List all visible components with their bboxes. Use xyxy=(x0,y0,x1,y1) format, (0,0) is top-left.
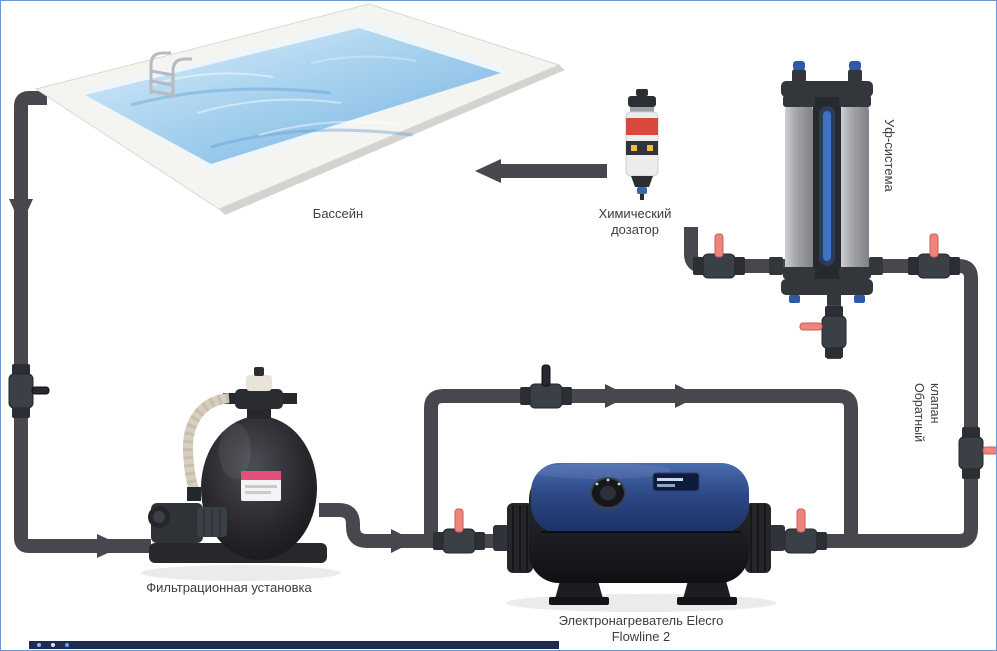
valve-before-heater xyxy=(433,508,485,554)
filter-unit-label: Фильтрационная установка xyxy=(146,580,312,595)
check-valve xyxy=(958,427,996,479)
flow-arrow-left-icon xyxy=(475,159,501,183)
check-valve-label: Обратный клапан xyxy=(912,383,942,443)
pool-to-filter-pipe xyxy=(14,91,151,553)
valve-uv-right xyxy=(908,233,960,279)
flow-arrow-right-icon xyxy=(605,384,629,408)
chemical-doser-illustration xyxy=(625,89,659,200)
uv-system-label: Уф-система xyxy=(882,119,897,192)
pool-ladder-icon xyxy=(149,51,192,98)
flow-arrow-down-icon xyxy=(9,199,33,225)
heater-illustration xyxy=(493,463,785,612)
bottom-bar xyxy=(29,641,559,649)
valve-uv-drain xyxy=(799,306,847,358)
filter-to-heater-pipe xyxy=(319,503,513,548)
filter-unit-illustration xyxy=(141,367,341,581)
valve-uv-left xyxy=(693,233,745,279)
pool-illustration xyxy=(34,3,565,215)
flow-arrow-right-icon xyxy=(675,384,699,408)
bypass-pipe xyxy=(424,389,858,541)
valve-dark-bypass xyxy=(520,364,572,409)
valve-dark-left xyxy=(8,364,50,418)
flow-arrow-right-icon xyxy=(391,529,415,553)
chemical-doser-label: Химический дозатор xyxy=(598,206,672,237)
flow-arrow-right-icon xyxy=(97,534,123,558)
pool-label: Бассейн xyxy=(312,206,364,221)
heater-label: Электронагреватель Elecro Flowline 2 xyxy=(558,613,724,644)
uv-system-illustration xyxy=(769,61,883,305)
bottom-bar-dots xyxy=(37,643,41,647)
